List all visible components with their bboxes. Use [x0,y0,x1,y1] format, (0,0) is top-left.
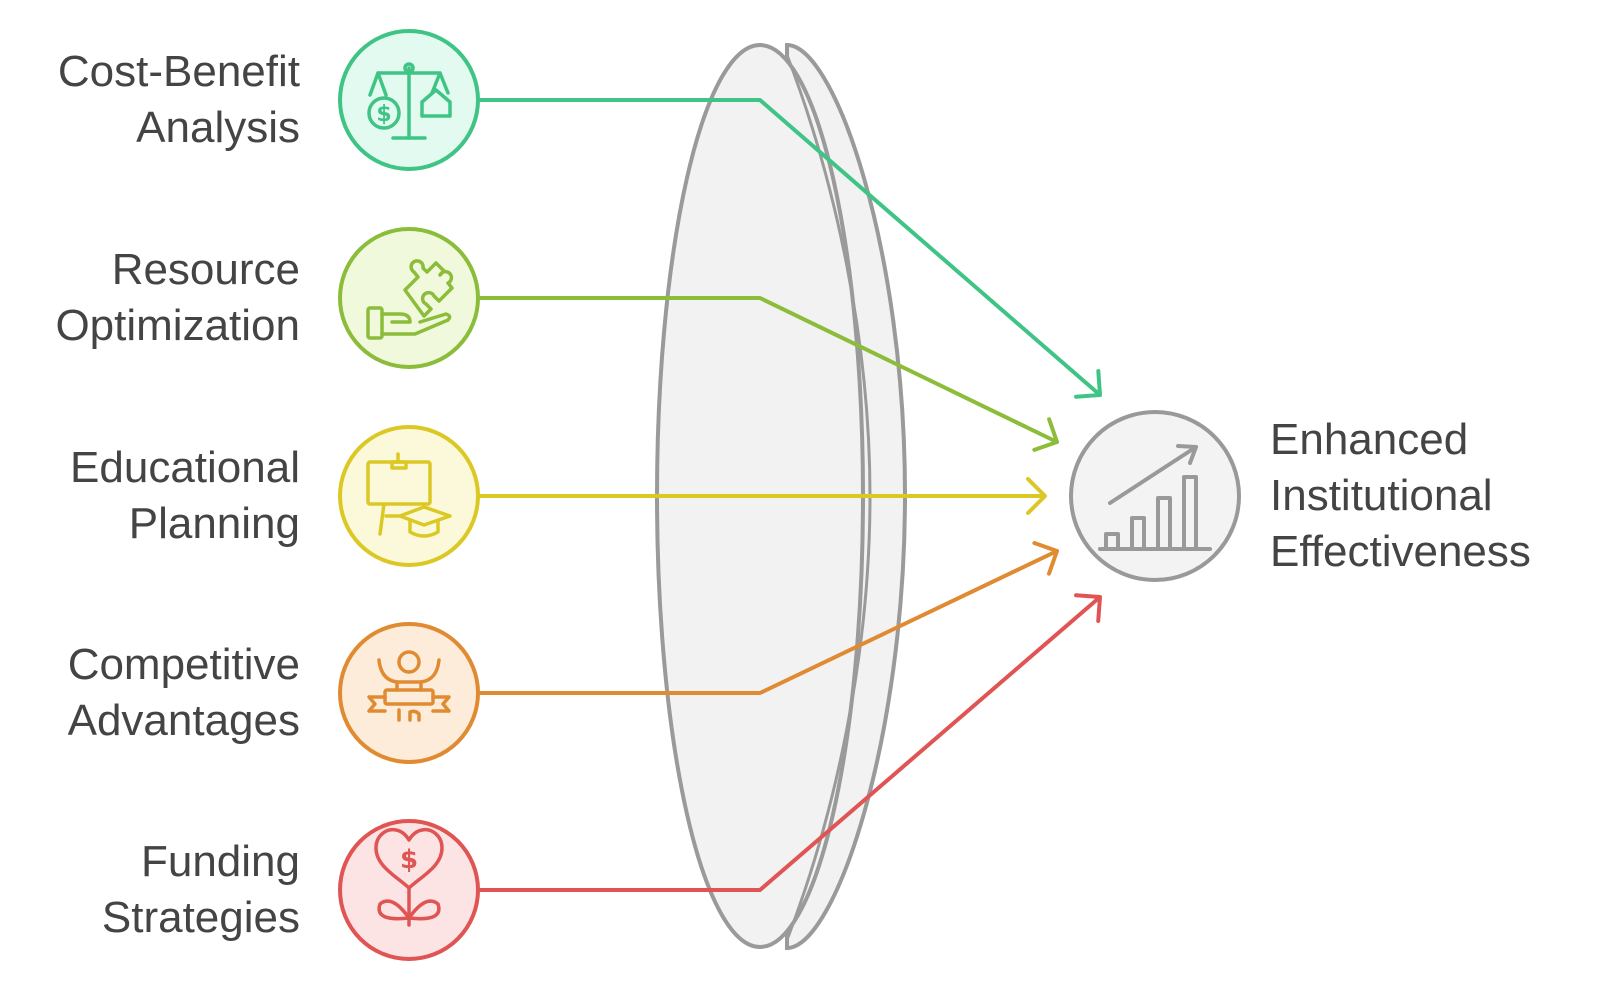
label-competitive-advantages: Competitive Advantages [68,637,300,749]
winner-podium-icon [367,650,451,722]
arrow-educational-planning [478,477,1047,515]
board-graduation-cap-icon [366,452,452,538]
arrow-head [1032,541,1059,576]
label-educational-planning: Educational Planning [70,440,300,552]
svg-text:$: $ [400,845,418,875]
label-cost-benefit-analysis: Cost-Benefit Analysis [58,44,300,156]
svg-text:$: $ [376,102,391,127]
label-line: Planning [128,499,300,548]
growth-chart-icon [1098,444,1212,551]
label-line: Optimization [55,301,300,350]
label-enhanced-institutional-effectiveness: Enhanced Institutional Effectiveness [1270,412,1531,580]
scales-money-house-icon: $ [367,62,452,140]
label-resource-optimization: Resource Optimization [55,242,300,354]
node-enhanced-institutional-effectiveness [1069,410,1241,582]
label-line: Advantages [67,696,300,745]
label-line: Effectiveness [1270,527,1531,576]
node-educational-planning [338,425,480,567]
arrow-resource-optimization [478,296,1059,452]
arrow-head [1074,593,1102,623]
label-line: Strategies [101,893,300,942]
label-line: Enhanced [1270,415,1469,464]
node-competitive-advantages [338,622,480,764]
input-nodes: $ [338,29,480,961]
label-funding-strategies: Funding Strategies [102,834,300,946]
label-line: Educational [70,443,300,492]
heart-dollar-plant-icon: $ [374,827,444,927]
arrow-head [1026,477,1047,515]
label-line: Analysis [136,103,300,152]
node-funding-strategies: $ [338,819,480,961]
label-line: Resource [111,245,300,294]
label-line: Institutional [1270,471,1493,520]
node-resource-optimization [338,227,480,369]
connector-arrows [478,98,1102,892]
label-line: Funding [140,837,300,886]
label-line: Cost-Benefit [57,47,300,96]
arrow-head [1074,369,1102,399]
arrow-funding-strategies [478,593,1102,892]
arrow-cost-benefit [478,98,1102,399]
label-line: Competitive [67,640,300,689]
hand-puzzle-icon [366,259,454,340]
arrow-competitive-advantages [478,541,1059,695]
arrow-head [1032,417,1059,452]
node-cost-benefit: $ [338,29,480,171]
